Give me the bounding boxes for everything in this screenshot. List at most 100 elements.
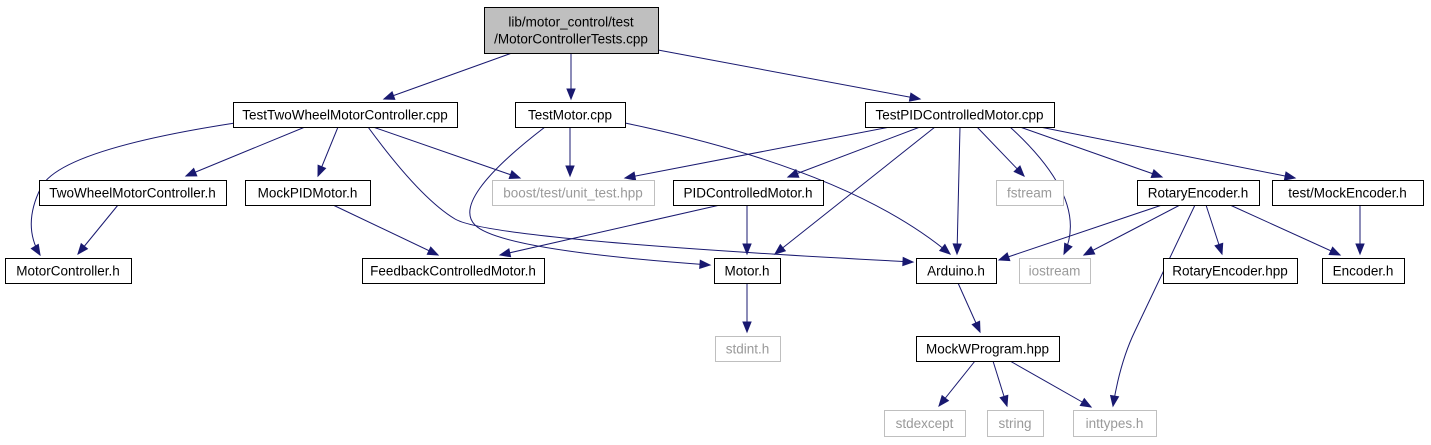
arrowhead-icon	[498, 248, 512, 258]
arrowhead-icon	[952, 243, 962, 256]
node-label: fstream	[1007, 186, 1052, 201]
edge-line	[469, 126, 711, 266]
node-box	[362, 258, 545, 284]
node-box	[714, 258, 781, 284]
node-box	[5, 258, 132, 284]
node-arduino[interactable]: Arduino.h	[916, 258, 997, 284]
node-ttwmc[interactable]: TestTwoWheelMotorController.cpp	[233, 102, 458, 128]
node-string: string	[987, 410, 1044, 437]
node-label: boost/test/unit_test.hpp	[503, 186, 643, 201]
arrowhead-icon	[382, 91, 396, 100]
node-label: string	[998, 416, 1031, 431]
arrowhead-icon	[938, 243, 952, 255]
node-box	[1137, 180, 1260, 206]
node-motorh[interactable]: Motor.h	[714, 258, 781, 284]
node-label: stdint.h	[726, 342, 770, 357]
node-fcm[interactable]: FeedbackControlledMotor.h	[362, 258, 545, 284]
edge-root-to-tpid	[657, 49, 922, 102]
arrowhead-icon	[1082, 245, 1096, 256]
edge-line	[1009, 360, 1092, 408]
edge-rench-to-renchpp	[1205, 204, 1224, 256]
edge-line	[976, 126, 1025, 177]
node-stdexcept: stdexcept	[884, 410, 966, 437]
edge-ttwmc-to-mockpid	[317, 126, 339, 178]
node-box	[39, 180, 227, 206]
node-inttypes: inttypes.h	[1073, 410, 1157, 437]
edge-tpid-to-fstream	[976, 126, 1025, 177]
edge-line	[332, 204, 439, 256]
node-box	[492, 180, 655, 206]
node-box	[865, 102, 1055, 128]
node-mockw[interactable]: MockWProgram.hpp	[916, 336, 1060, 362]
edge-twmch-to-mch	[77, 204, 119, 256]
edge-line	[1019, 126, 1163, 178]
node-label: TestMotor.cpp	[528, 108, 612, 123]
arrowhead-icon	[999, 394, 1009, 408]
arrowhead-icon	[1283, 171, 1297, 181]
edge-tpid-to-motorh	[773, 126, 936, 255]
node-pidh[interactable]: PIDControlledMotor.h	[673, 180, 824, 206]
node-label: stdexcept	[896, 416, 954, 431]
edge-line	[383, 52, 513, 100]
edge-pidh-to-motorh	[742, 205, 752, 256]
node-mockenc[interactable]: test/MockEncoder.h	[1272, 180, 1424, 206]
arrowhead-icon	[30, 243, 41, 257]
arrowhead-icon	[184, 167, 198, 177]
arrowhead-icon	[1109, 394, 1120, 408]
node-box	[916, 336, 1060, 362]
edge-line	[367, 126, 914, 263]
node-encoder[interactable]: Encoder.h	[1322, 258, 1405, 284]
edge-rench-to-encoder	[1229, 204, 1342, 256]
edge-line	[185, 126, 306, 177]
node-box	[996, 180, 1064, 206]
arrowhead-icon	[77, 242, 89, 256]
edge-tpid-to-unittest	[623, 126, 891, 181]
edge-rench-to-arduino	[997, 204, 1163, 262]
arrowhead-icon	[426, 246, 440, 256]
edge-line	[1229, 204, 1341, 256]
nodes-layer: lib/motor_control/test/MotorControllerTe…	[5, 7, 1424, 437]
arrowhead-icon	[1214, 242, 1224, 256]
arrowhead-icon	[938, 394, 950, 408]
edge-line	[1039, 126, 1296, 179]
edge-pidh-to-fcm	[498, 204, 721, 258]
edge-arduino-to-mockw	[957, 282, 981, 334]
edge-mockw-to-inttypes	[1009, 360, 1093, 408]
node-label: RotaryEncoder.h	[1148, 186, 1249, 201]
edge-root-to-ttwmc	[382, 52, 513, 100]
node-label: Motor.h	[724, 264, 769, 279]
node-box	[987, 410, 1044, 437]
edge-tpid-to-mockenc	[1039, 126, 1297, 181]
node-rench[interactable]: RotaryEncoder.h	[1137, 180, 1260, 206]
node-label: test/MockEncoder.h	[1288, 186, 1407, 201]
node-mch[interactable]: MotorController.h	[5, 258, 132, 284]
node-mockpid[interactable]: MockPIDMotor.h	[245, 180, 371, 206]
node-twmch[interactable]: TwoWheelMotorController.h	[39, 180, 227, 206]
arrowhead-icon	[1013, 165, 1025, 177]
edge-root-to-tmotor	[566, 53, 576, 101]
node-renchpp[interactable]: RotaryEncoder.hpp	[1163, 258, 1298, 284]
node-box	[673, 180, 824, 206]
edge-line	[1112, 204, 1196, 407]
arrowhead-icon	[565, 165, 575, 178]
node-label: MockWProgram.hpp	[926, 342, 1049, 357]
node-box	[1322, 258, 1405, 284]
edge-ttwmc-to-twmch	[184, 126, 306, 177]
edge-rench-to-iostream	[1082, 204, 1181, 256]
node-root[interactable]: lib/motor_control/test/MotorControllerTe…	[484, 7, 659, 54]
node-box	[233, 102, 458, 128]
node-label: TwoWheelMotorController.h	[49, 186, 216, 201]
node-box	[916, 258, 997, 284]
edge-ttwmc-to-mch	[30, 122, 236, 257]
node-tpid[interactable]: TestPIDControlledMotor.cpp	[865, 102, 1055, 128]
node-label: /MotorControllerTests.cpp	[494, 32, 648, 47]
node-box	[1019, 258, 1091, 284]
node-fstream: fstream	[996, 180, 1064, 206]
node-box	[515, 102, 626, 128]
arrowhead-icon	[566, 88, 576, 101]
arrowhead-icon	[902, 256, 915, 267]
node-label: TestPIDControlledMotor.cpp	[875, 108, 1043, 123]
node-tmotor[interactable]: TestMotor.cpp	[515, 102, 626, 128]
node-label: MotorController.h	[16, 264, 120, 279]
node-label: iostream	[1029, 264, 1081, 279]
